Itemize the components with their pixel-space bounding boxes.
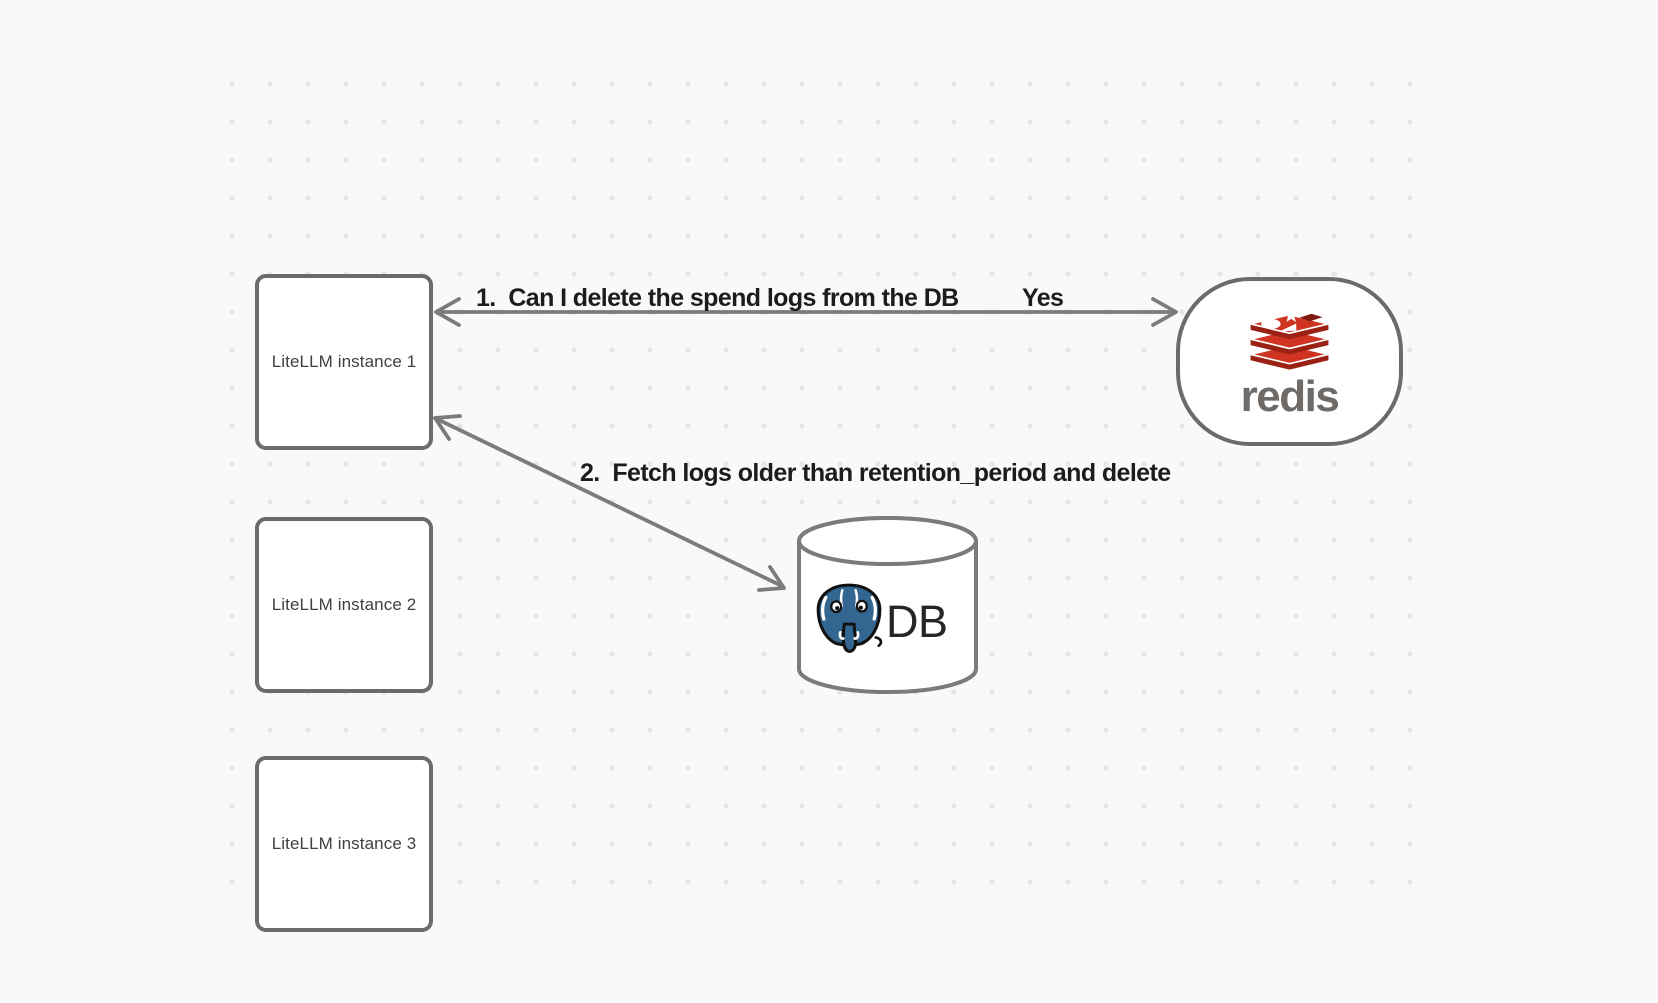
node-label: LiteLLM instance 3 xyxy=(271,834,417,853)
node-litellm-instance-2[interactable]: LiteLLM instance 2 xyxy=(255,517,433,693)
annotation-flow2-label[interactable]: 2. Fetch logs older than retention_perio… xyxy=(580,459,1171,487)
arrow-can-i-delete-spend-logs[interactable] xyxy=(434,297,1178,327)
postgresql-elephant-icon xyxy=(816,583,883,653)
node-label: LiteLLM instance 1 xyxy=(271,352,417,371)
node-redis[interactable]: redis xyxy=(1176,277,1403,446)
node-label: LiteLLM instance 2 xyxy=(271,595,417,614)
node-litellm-instance-3[interactable]: LiteLLM instance 3 xyxy=(255,756,433,932)
node-litellm-instance-1[interactable]: LiteLLM instance 1 xyxy=(255,274,433,450)
annotation-flow1-response[interactable]: Yes xyxy=(1022,284,1064,312)
db-label: DB xyxy=(886,596,948,647)
redis-wordmark: redis xyxy=(1240,372,1340,422)
db-cylinder-shape[interactable] xyxy=(797,516,978,694)
annotation-flow1-label[interactable]: 1. Can I delete the spend logs from the … xyxy=(476,284,959,312)
redis-logo-icon xyxy=(1250,307,1329,370)
arrow-fetch-logs-and-delete[interactable] xyxy=(433,414,786,592)
